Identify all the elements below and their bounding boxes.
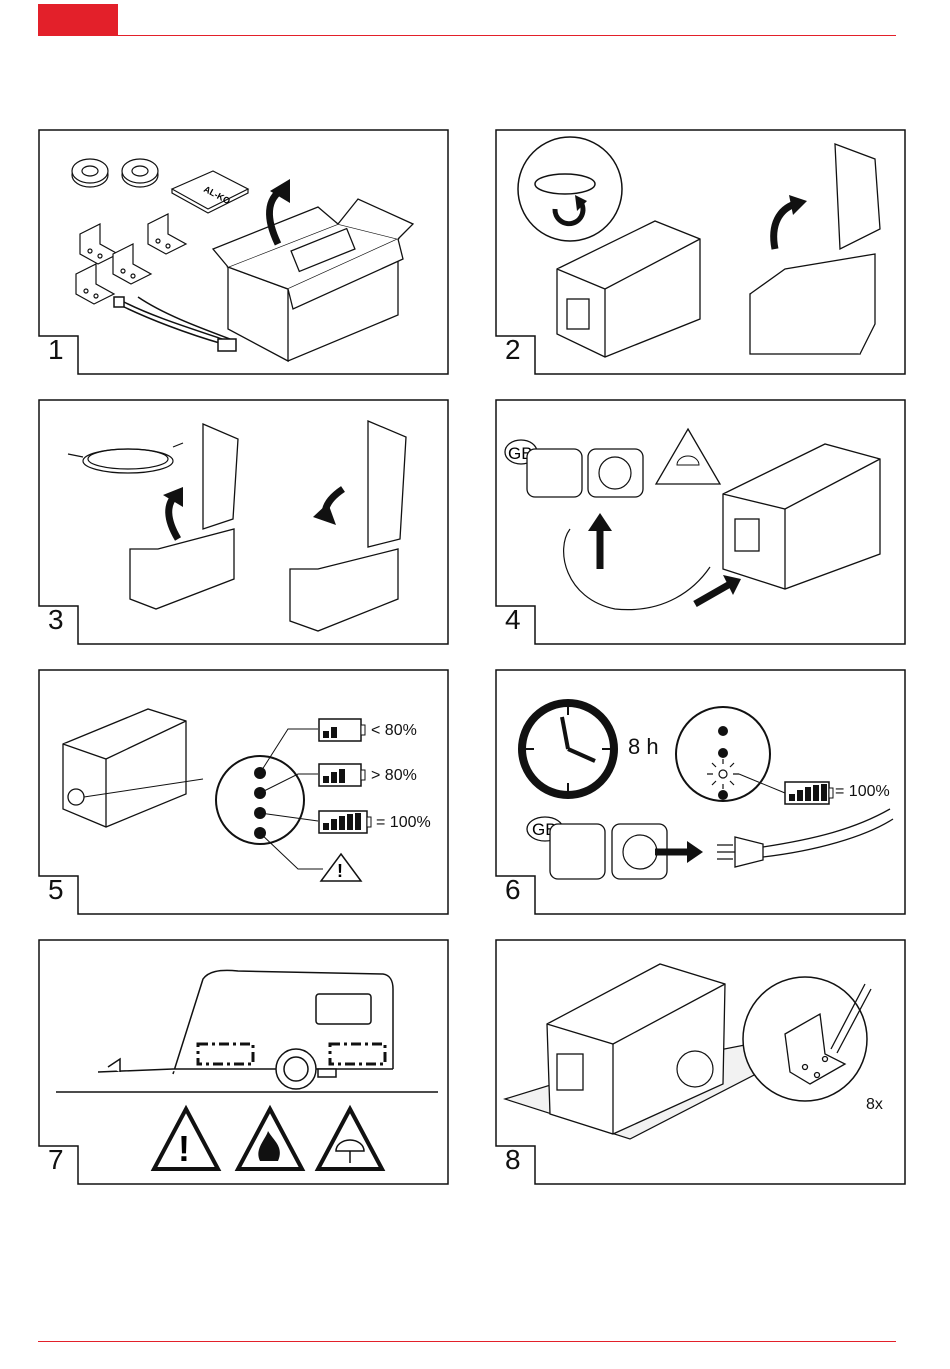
battery-box-icon: [547, 964, 725, 1134]
unpacking-illustration: AL-KO: [38, 129, 449, 375]
battery-box-icon: [63, 709, 186, 827]
cable-harness-icon: [114, 297, 236, 351]
battery-box-icon: [723, 444, 880, 589]
full-charge-label: = 100%: [835, 783, 890, 801]
step-panel-7: 7 !: [38, 939, 449, 1185]
manual-booklet-icon: AL-KO: [172, 171, 248, 213]
placement-illustration: !: [38, 939, 449, 1185]
step-panel-5: 5: [38, 669, 449, 915]
battery-level-icon: [319, 764, 365, 786]
latch-handle-icon: [535, 174, 595, 194]
step-panel-3: 3: [38, 399, 449, 645]
connect-mains-illustration: GB: [495, 399, 906, 645]
step-panel-1: 1 AL-KO: [38, 129, 449, 375]
mounting-bracket-icon: [76, 214, 186, 304]
lift-arrow-icon: [774, 204, 795, 249]
step-panel-4: 4 GB: [495, 399, 906, 645]
caravan-icon: [98, 970, 393, 1089]
header-rule: [38, 35, 896, 36]
uk-socket-icon: [527, 449, 582, 497]
level-label-low: < 80%: [371, 722, 417, 740]
blinking-led-icon: [707, 759, 739, 789]
arrow-right-icon: [687, 841, 703, 863]
battery-level-icon: [319, 811, 371, 833]
tape-roll-icon: [72, 159, 158, 187]
eu-socket-icon: [588, 449, 643, 497]
arrow-up-icon: [588, 513, 612, 531]
insert-cable-illustration: [38, 399, 449, 645]
fasten-brackets-illustration: [495, 939, 906, 1185]
step-panel-6: 6 GB: [495, 669, 906, 915]
svg-text:!: !: [178, 1128, 190, 1169]
bracket-count: 8x: [866, 1096, 883, 1114]
footer-rule: [38, 1341, 896, 1342]
clock-icon: [522, 703, 614, 795]
svg-text:!: !: [337, 861, 343, 881]
open-lid-illustration: [495, 129, 906, 375]
charging-cable-icon: [68, 443, 183, 473]
charge-duration-label: 8 h: [628, 734, 659, 760]
charging-cable-icon: [564, 529, 710, 610]
level-label-full: = 100%: [376, 814, 431, 832]
level-label-high: > 80%: [371, 767, 417, 785]
battery-level-icon: [319, 719, 365, 741]
charge-indicator-illustration: !: [38, 669, 449, 915]
header-accent-tab: [38, 4, 118, 36]
step-panel-2: 2: [495, 129, 906, 375]
step-panel-8: 8 8x: [495, 939, 906, 1185]
plug-icon: [717, 809, 893, 867]
battery-level-icon: [785, 782, 833, 804]
shipping-box-icon: [213, 199, 413, 361]
uk-socket-icon: [550, 824, 605, 879]
